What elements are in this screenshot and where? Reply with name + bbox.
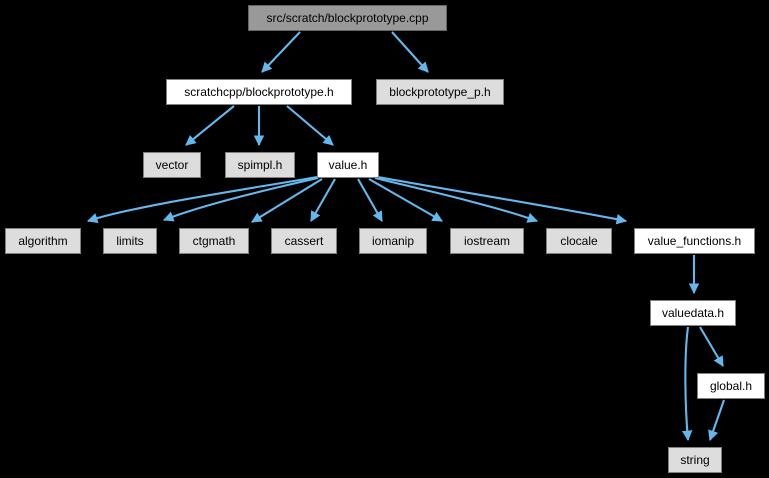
edge-value-to-ctgmath xyxy=(251,178,323,223)
edge-value-to-algorithm xyxy=(87,175,318,224)
node-label: src/scratch/blockprototype.cpp xyxy=(266,10,429,25)
node-src-scratch-blockprototype-cpp[interactable]: src/scratch/blockprototype.cpp xyxy=(248,5,447,31)
node-spimpl-h[interactable]: spimpl.h xyxy=(225,152,295,178)
node-algorithm[interactable]: algorithm xyxy=(5,228,81,254)
edge-scratchcpp-to-value xyxy=(286,105,334,146)
node-iomanip[interactable]: iomanip xyxy=(359,228,427,254)
node-string[interactable]: string xyxy=(668,447,722,473)
node-label: spimpl.h xyxy=(237,157,283,172)
node-label: algorithm xyxy=(18,233,68,248)
node-label: limits xyxy=(116,233,144,248)
node-label: value_functions.h xyxy=(647,233,742,248)
node-blockprototype-p-h[interactable]: blockprototype_p.h xyxy=(376,79,504,105)
node-value-functions-h[interactable]: value_functions.h xyxy=(634,228,755,254)
edge-value-to-value-functions xyxy=(377,175,628,225)
node-label: scratchcpp/blockprototype.h xyxy=(184,84,334,99)
node-valuedata-h[interactable]: valuedata.h xyxy=(650,300,736,326)
node-label: blockprototype_p.h xyxy=(389,84,491,99)
edge-cpp-to-scratchcpp-blockprototype xyxy=(261,31,301,73)
node-label: global.h xyxy=(709,378,753,393)
edge-value-to-limits xyxy=(163,176,319,222)
node-label: cassert xyxy=(284,233,324,248)
node-iostream[interactable]: iostream xyxy=(450,228,524,254)
edge-scratchcpp-to-vector xyxy=(185,105,235,146)
edge-value-to-cassert xyxy=(310,178,336,222)
node-label: valuedata.h xyxy=(661,305,725,320)
edge-valuedata-to-string xyxy=(681,326,693,442)
node-value-h[interactable]: value.h xyxy=(317,152,379,178)
edge-value-to-iostream xyxy=(368,178,443,222)
edge-cpp-to-blockprototype-p xyxy=(391,31,429,73)
node-label: iomanip xyxy=(371,233,415,248)
node-label: ctgmath xyxy=(192,233,236,248)
edge-valuedata-to-global xyxy=(699,326,724,367)
node-label: iostream xyxy=(463,233,510,248)
node-vector[interactable]: vector xyxy=(143,152,201,178)
edge-value-to-iomanip xyxy=(357,178,383,222)
node-label: vector xyxy=(155,157,189,172)
node-clocale[interactable]: clocale xyxy=(546,228,612,254)
edge-value-to-clocale xyxy=(374,176,538,223)
node-label: clocale xyxy=(560,233,598,248)
node-global-h[interactable]: global.h xyxy=(697,373,765,399)
edge-global-to-string xyxy=(708,399,725,441)
node-label: value.h xyxy=(328,157,368,172)
node-cassert[interactable]: cassert xyxy=(271,228,337,254)
node-ctgmath[interactable]: ctgmath xyxy=(179,228,249,254)
node-label: string xyxy=(680,452,710,467)
node-limits[interactable]: limits xyxy=(103,228,157,254)
node-scratchcpp-blockprototype-h[interactable]: scratchcpp/blockprototype.h xyxy=(166,79,352,105)
